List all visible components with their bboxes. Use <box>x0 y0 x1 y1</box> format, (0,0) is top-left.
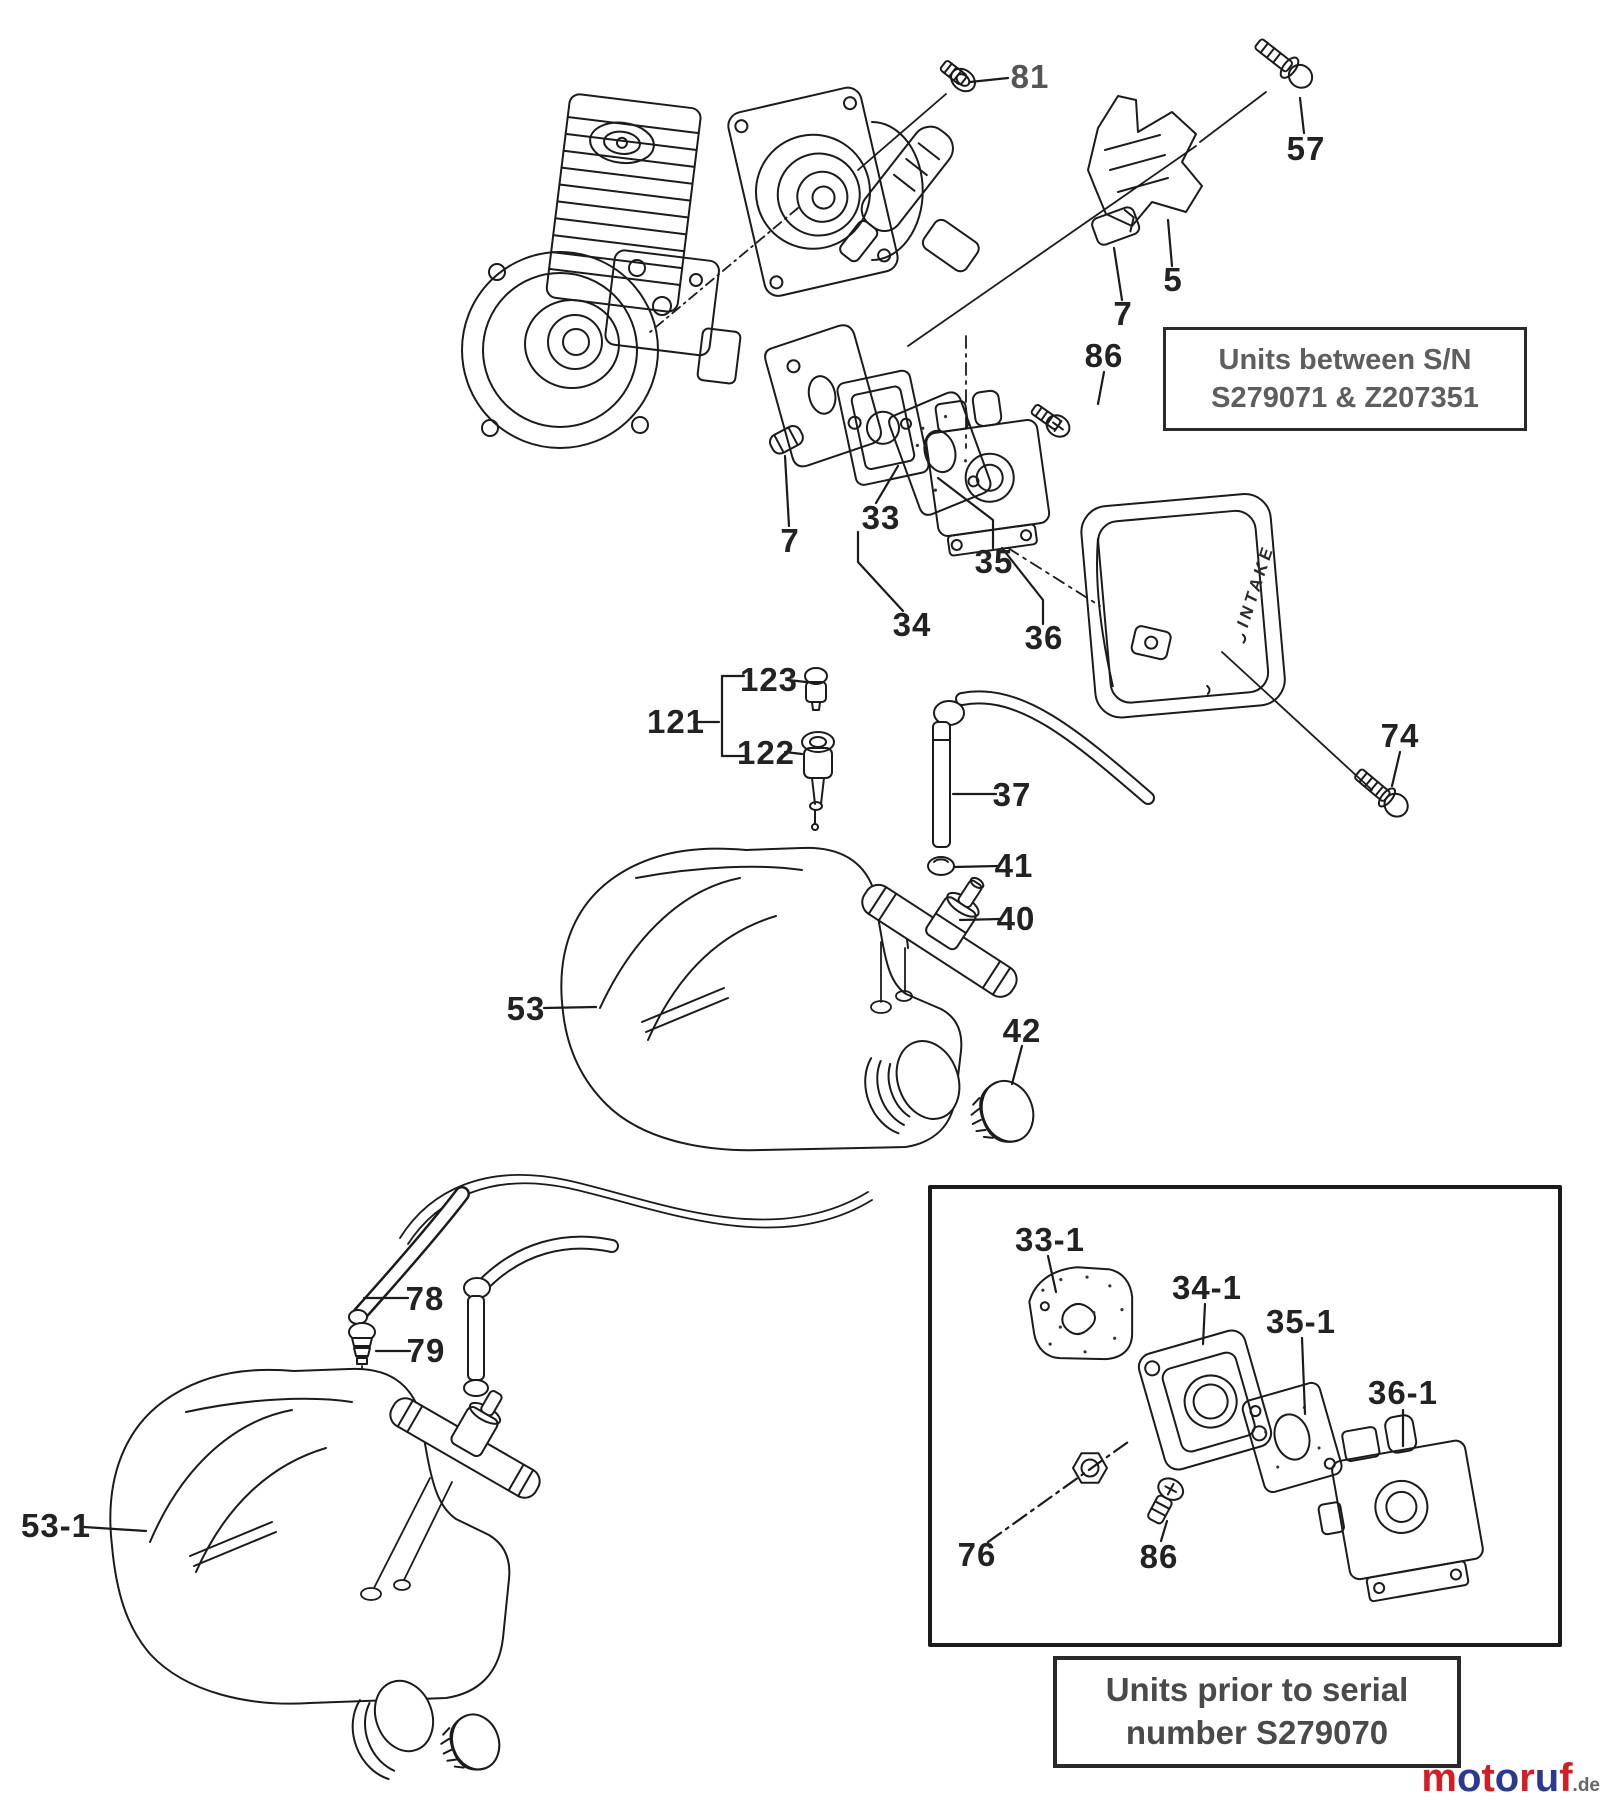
part-label-81: 81 <box>1010 58 1050 95</box>
tank-53-1-neck-cap-drawing <box>351 1679 501 1781</box>
screw-86-top-drawing <box>1030 404 1071 438</box>
logo-letter: t <box>1481 1756 1495 1800</box>
part-label-35: 35 <box>974 543 1014 580</box>
engine-assembly-drawing <box>461 93 804 455</box>
fuel-cap-42-drawing <box>970 1079 1035 1143</box>
logo-letter: r <box>1519 1756 1535 1800</box>
fuel-line-37-drawing <box>932 690 1155 848</box>
logo-letter: o <box>1494 1756 1520 1800</box>
leader-lines <box>82 76 1405 1544</box>
insulator-34-drawing <box>836 369 930 486</box>
serial-note-between-line2: S279071 & Z207351 <box>1211 382 1479 414</box>
part-label-41: 41 <box>994 847 1034 884</box>
part-label-53: 53 <box>506 990 546 1027</box>
inset-box <box>928 1185 1562 1647</box>
carburetor-36-1-drawing <box>1317 1414 1484 1603</box>
recoil-starter-drawing <box>727 86 980 297</box>
screw-81-drawing <box>939 60 976 93</box>
logo-letter: f <box>1559 1756 1573 1800</box>
part-label-123: 123 <box>739 661 799 698</box>
part-label-36-1: 36-1 <box>1367 1374 1439 1411</box>
part-label-37: 37 <box>992 776 1032 813</box>
motoruf-logo[interactable]: motoruf.de <box>1340 1758 1600 1798</box>
part-label-33-1: 33-1 <box>1014 1221 1086 1258</box>
part-label-36: 36 <box>1024 619 1064 656</box>
logo-tld: .de <box>1572 1775 1600 1796</box>
clip-7-drawing <box>768 425 804 455</box>
gasket-35-drawing <box>888 391 992 516</box>
gasket-33-drawing <box>764 324 882 468</box>
serial-note-prior-line1: Units prior to serial <box>1105 1671 1409 1709</box>
starter-handle-drawing <box>839 125 954 263</box>
construction-lines <box>649 91 1373 791</box>
serial-note-prior-line2: number S279070 <box>1125 1714 1389 1751</box>
screw-86-inset-drawing <box>1147 1477 1185 1525</box>
part-label-79: 79 <box>406 1332 446 1369</box>
part-label-40: 40 <box>996 900 1036 937</box>
fuel-pickup-40-drawing <box>861 876 1018 998</box>
part-label-78: 78 <box>405 1280 445 1317</box>
nut-76-drawing <box>1072 1452 1108 1484</box>
part-label-7-bumper: 7 <box>1113 295 1133 332</box>
part-label-86-inset: 86 <box>1139 1538 1179 1575</box>
logo-letter: o <box>1457 1756 1482 1800</box>
grommet-41-drawing <box>927 856 955 876</box>
bumper-7-drawing <box>1091 206 1141 246</box>
part-label-122: 122 <box>736 734 796 771</box>
part-label-34-1: 34-1 <box>1171 1269 1243 1306</box>
part-label-34: 34 <box>892 606 932 643</box>
screw-57-drawing <box>1254 38 1314 89</box>
gasket-33-1-drawing <box>1028 1266 1134 1361</box>
part-label-76: 76 <box>957 1536 997 1573</box>
fuel-tank-53-drawing <box>560 846 963 1152</box>
serial-note-between-line1: Units between S/N <box>1218 343 1472 376</box>
part-label-74: 74 <box>1380 717 1420 754</box>
part-label-57: 57 <box>1286 130 1326 167</box>
part-label-33: 33 <box>861 499 901 536</box>
fuel-line-53-1-drawing <box>463 1235 619 1397</box>
part-label-42: 42 <box>1002 1012 1042 1049</box>
tank-port-lines <box>870 941 913 1014</box>
part-label-7-clip: 7 <box>780 522 800 559</box>
fuel-hose-78-drawing <box>348 1173 873 1325</box>
primer-parts-drawing <box>801 667 835 831</box>
air-cleaner-drawing <box>1080 493 1286 719</box>
logo-letter: u <box>1534 1756 1560 1800</box>
serial-note-prior: Units prior to serial number S279070 <box>1053 1656 1461 1768</box>
serial-note-between: Units between S/N S279071 & Z207351 <box>1163 327 1527 431</box>
part-label-86-top: 86 <box>1084 337 1124 374</box>
tank-neck-drawing <box>864 1040 961 1135</box>
fuel-pickup-53-1-drawing <box>389 1390 541 1499</box>
part-label-53-1: 53-1 <box>20 1507 92 1544</box>
bracket-5-drawing <box>1087 95 1203 227</box>
gasket-35-1-drawing <box>1241 1381 1343 1494</box>
screw-74-drawing <box>1354 768 1409 818</box>
part-label-121: 121 <box>646 703 706 740</box>
carburetor-36-drawing <box>925 389 1051 557</box>
fuel-tank-53-1-drawing <box>109 1367 511 1705</box>
manifold-34-1-drawing <box>1137 1329 1273 1471</box>
part-label-35-1: 35-1 <box>1265 1303 1337 1340</box>
part-label-5: 5 <box>1163 261 1183 298</box>
logo-letter: m <box>1421 1756 1457 1800</box>
tank-53-1-port-lines <box>360 1477 453 1601</box>
